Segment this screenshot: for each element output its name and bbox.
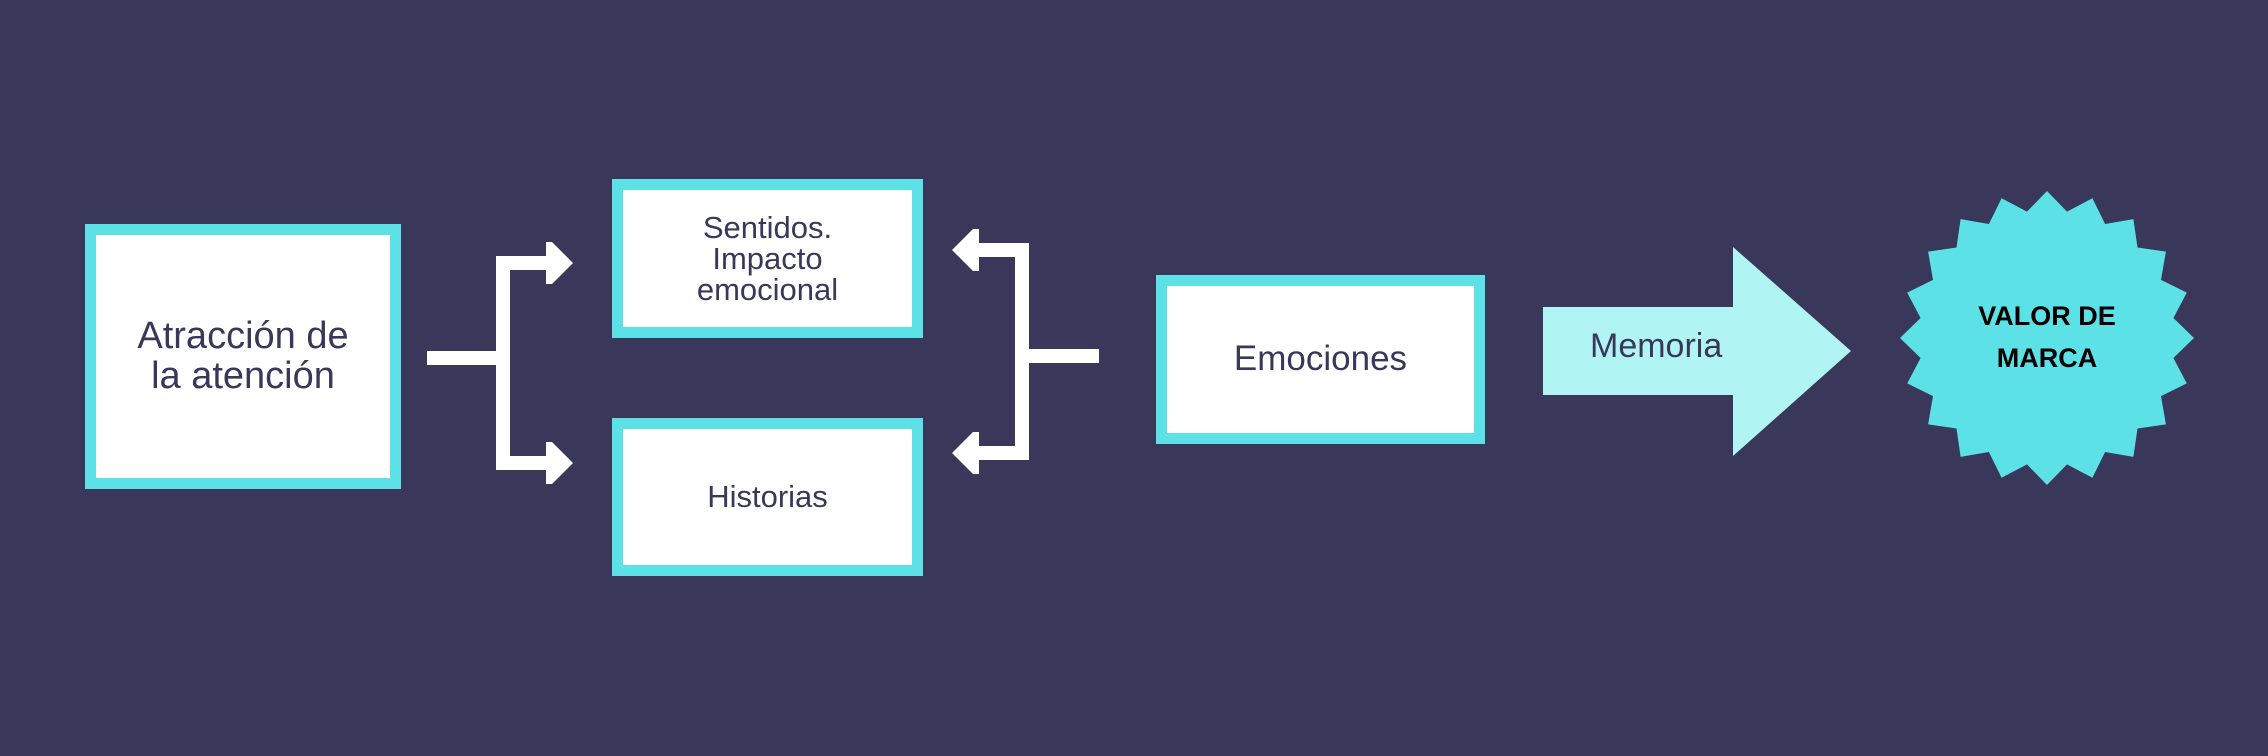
node-emotions: Emociones xyxy=(1156,275,1485,444)
node-senses-label: Sentidos. Impacto emocional xyxy=(696,210,839,307)
node-attention: Atracción de la atención xyxy=(85,224,401,489)
arrowhead-left-icon xyxy=(952,229,979,271)
brand-value-label: VALOR DE MARCA xyxy=(1978,301,2116,373)
node-stories-label: Historias xyxy=(707,478,828,514)
node-stories: Historias xyxy=(612,418,923,576)
memory-arrow xyxy=(1543,247,1851,456)
brand-value-seal xyxy=(1900,191,2194,485)
arrowhead-left-icon xyxy=(952,432,979,474)
arrowhead-right-icon xyxy=(546,442,573,484)
node-attention-label: Atracción de la atención xyxy=(137,314,349,397)
right-branch-line xyxy=(975,243,1029,460)
node-senses: Sentidos. Impacto emocional xyxy=(612,179,923,338)
arrowhead-right-icon xyxy=(546,242,573,284)
memory-label: Memoria xyxy=(1590,327,1723,365)
node-emotions-label: Emociones xyxy=(1233,339,1408,379)
left-branch-line xyxy=(496,256,550,470)
